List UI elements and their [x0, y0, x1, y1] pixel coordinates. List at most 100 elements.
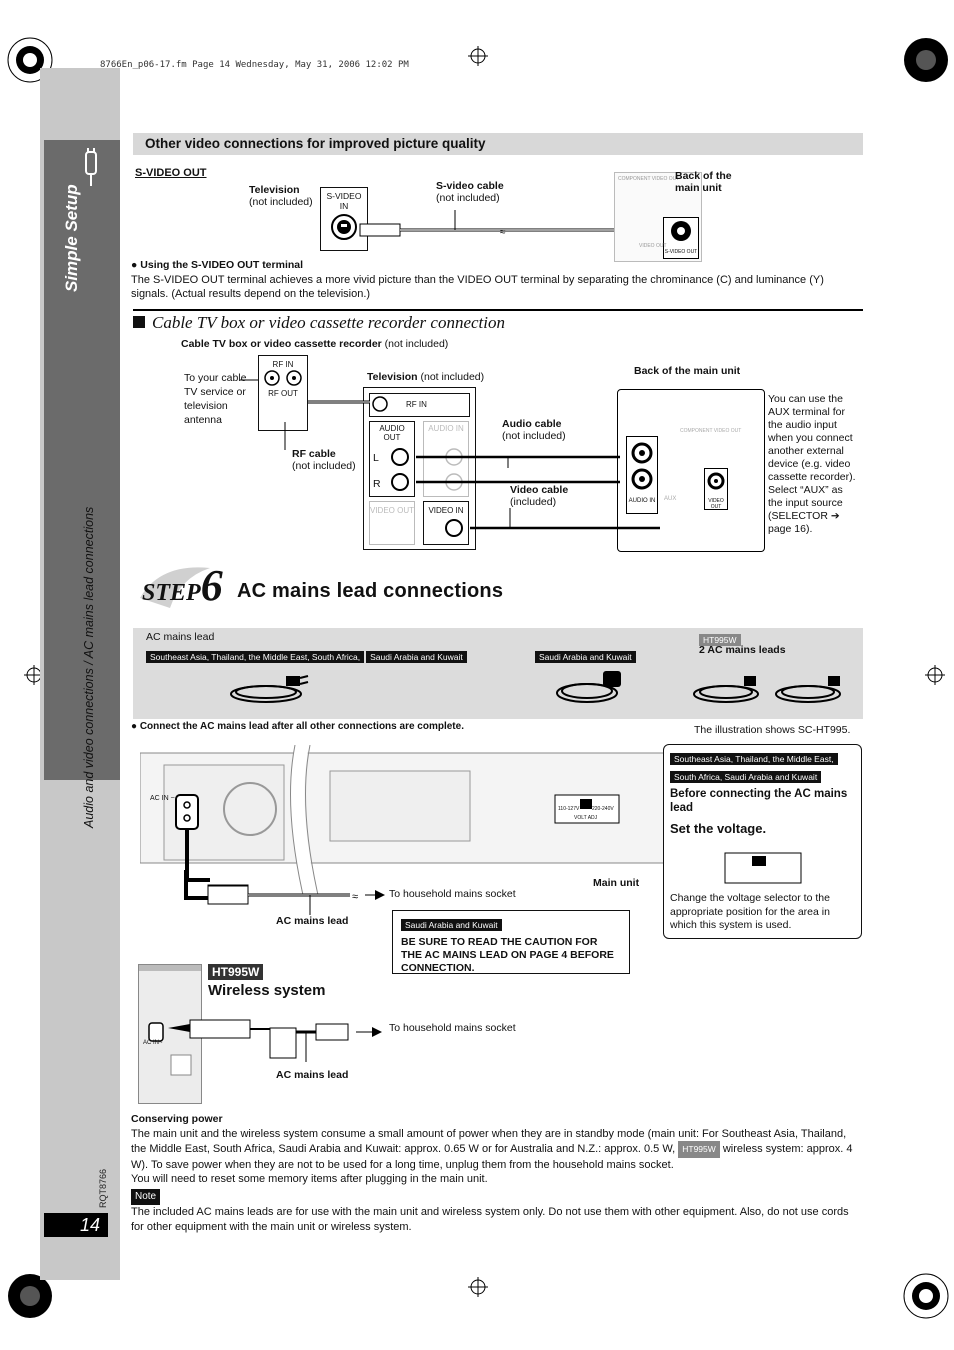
- wireless-ac-lead-drawing: [160, 1012, 390, 1062]
- section-title-video: Other video connections for improved pic…: [133, 133, 863, 155]
- cable-back-label: Back of the main unit: [634, 365, 740, 377]
- svideo-usage-text: The S-VIDEO OUT terminal achieves a more…: [131, 273, 861, 302]
- svideo-usage-block: ● Using the S-VIDEO OUT terminal The S-V…: [131, 258, 861, 302]
- cable-comp-label: COMPONENT VIDEO OUT: [680, 428, 741, 434]
- doc-code: RQT8766: [98, 1169, 108, 1208]
- crosshair-bottom: [468, 1277, 488, 1302]
- audio-cable-label-block: Audio cable (not included): [502, 418, 566, 442]
- svideo-video-out-small: VIDEO OUT: [639, 243, 667, 249]
- aux-label: AUX: [664, 496, 676, 502]
- note-text: The included AC mains leads are for use …: [131, 1205, 862, 1234]
- wireless-tag-wrap: HT995W: [208, 963, 263, 981]
- svideo-out-small-label: S-VIDEO OUT: [664, 249, 698, 255]
- connect-note: Connect the AC mains lead after all othe…: [140, 721, 464, 732]
- cable-device-label: Cable TV box or video cassette recorder: [181, 338, 382, 350]
- two-ac-leads-icon: [690, 668, 860, 712]
- step-word: STEP: [142, 580, 201, 606]
- volt-right-label: 220-240V: [592, 806, 614, 812]
- crosshair-top: [468, 46, 488, 71]
- step-number: 6: [201, 561, 223, 610]
- page-number: 14: [44, 1213, 108, 1237]
- conserving-paragraph: The main unit and the wireless system co…: [131, 1127, 862, 1173]
- section-title-cable-text: Cable TV box or video cassette recorder …: [152, 313, 505, 332]
- cable-video-out-icon: [705, 469, 727, 493]
- ac-lead-coil-icon-2: [553, 665, 633, 711]
- cable-video-out-small: VIDEO OUT: [705, 498, 727, 510]
- svideo-cable-note: (not included): [436, 192, 504, 204]
- section-title-cable: Cable TV box or video cassette recorder …: [133, 313, 505, 333]
- voltage-before: Before connecting the AC mains lead: [670, 787, 855, 815]
- cable-wiring-drawing: [240, 360, 660, 550]
- voltage-change-text: Change the voltage selector to the appro…: [670, 892, 855, 933]
- plug-icon: [80, 148, 102, 193]
- ac-region-tags: Southeast Asia, Thailand, the Middle Eas…: [146, 647, 467, 665]
- voltage-region-tag-2: South Africa, Saudi Arabia and Kuwait: [670, 771, 821, 783]
- svideo-tv-note: (not included): [249, 196, 313, 208]
- aux-audio-in-label: AUDIO IN: [627, 498, 657, 504]
- voltage-region-tags: Southeast Asia, Thailand, the Middle Eas…: [670, 749, 861, 785]
- conserving-block: Conserving power The main unit and the w…: [131, 1112, 862, 1234]
- step-title: AC mains lead connections: [237, 580, 503, 603]
- svideo-tv-label: Television: [249, 184, 313, 196]
- voltage-set: Set the voltage.: [670, 821, 855, 836]
- voltage-box: Southeast Asia, Thailand, the Middle Eas…: [663, 744, 862, 939]
- ac-in-label: AC IN ~: [150, 795, 175, 802]
- main-ac-lead-label: AC mains lead: [276, 915, 348, 927]
- conserving-text-3: You will need to reset some memory items…: [131, 1172, 862, 1187]
- ac-region-tag-1: Southeast Asia, Thailand, the Middle Eas…: [146, 651, 364, 663]
- svideo-cable-label-block: S-video cable (not included): [436, 180, 504, 204]
- crosshair-right: [925, 665, 945, 690]
- connect-note-line: ● Connect the AC mains lead after all ot…: [131, 721, 464, 732]
- svideo-out-icon: [664, 218, 698, 244]
- registration-mark-bottom-right: [898, 1270, 954, 1330]
- conserving-title: Conserving power: [131, 1112, 862, 1127]
- svg-text:≈: ≈: [500, 227, 506, 238]
- caution-tag: Saudi Arabia and Kuwait: [401, 919, 502, 931]
- section-divider: [133, 309, 863, 311]
- svideo-back-label: Back of the main unit: [675, 170, 745, 194]
- sidebar-section-title: Simple Setup: [62, 184, 82, 292]
- note-tag-wrap: Note: [131, 1189, 862, 1206]
- volt-left-label: 110-127V: [558, 806, 579, 812]
- illustration-note: The illustration shows SC-HT995.: [694, 724, 850, 736]
- ac-region-tag-2: Saudi Arabia and Kuwait: [366, 651, 467, 663]
- square-bullet-icon: [133, 316, 145, 328]
- svideo-out-jack: S-VIDEO OUT: [663, 217, 699, 259]
- wireless-title: Wireless system: [208, 982, 325, 999]
- main-unit-label: Main unit: [593, 877, 639, 889]
- cable-video-out-jack: VIDEO OUT: [704, 468, 728, 510]
- ac-region-tag-3-wrap: Saudi Arabia and Kuwait: [535, 647, 636, 665]
- svg-text:≈: ≈: [352, 891, 358, 903]
- video-cable-label-block: Video cable (included): [510, 484, 568, 508]
- svideo-heading: S-VIDEO OUT: [135, 167, 207, 179]
- voltage-region-tag-1: Southeast Asia, Thailand, the Middle Eas…: [670, 753, 838, 765]
- aux-note: You can use the AUX terminal for the aud…: [768, 393, 860, 536]
- video-cable-note: (included): [510, 496, 568, 508]
- volt-adj-label: VOLT ADJ: [574, 815, 597, 821]
- main-to-socket: To household mains socket: [389, 888, 516, 900]
- svideo-cable-label: S-video cable: [436, 180, 504, 192]
- cable-device-caption: Cable TV box or video cassette recorder …: [181, 338, 448, 350]
- note-tag: Note: [131, 1189, 160, 1206]
- two-leads-label: 2 AC mains leads: [699, 644, 786, 656]
- video-cable-label: Video cable: [510, 484, 568, 496]
- aux-terminal: AUDIO IN: [626, 436, 658, 514]
- audio-cable-label: Audio cable: [502, 418, 566, 430]
- ac-lead-coil-icon: [226, 668, 316, 712]
- svideo-usage-title: ● Using the S-VIDEO OUT terminal: [131, 258, 861, 273]
- step-label: STEP6: [142, 560, 223, 611]
- wireless-ac-lead-label: AC mains lead: [276, 1069, 348, 1081]
- svideo-tv-label-block: Television (not included): [249, 184, 313, 208]
- registration-mark-top-right: [900, 32, 954, 92]
- aux-jack-icons: [627, 437, 657, 493]
- wireless-tag: HT995W: [208, 964, 263, 980]
- caution-text: BE SURE TO READ THE CAUTION FOR THE AC M…: [401, 936, 621, 975]
- audio-cable-note: (not included): [502, 430, 566, 442]
- conserving-tag: HT995W: [678, 1141, 720, 1158]
- ac-lead-label: AC mains lead: [146, 631, 214, 643]
- file-header: 8766En_p06-17.fm Page 14 Wednesday, May …: [100, 60, 409, 70]
- svideo-in-label: S-VIDEO IN: [321, 191, 367, 211]
- wireless-to-socket: To household mains socket: [389, 1022, 516, 1034]
- ac-region-tag-3: Saudi Arabia and Kuwait: [535, 651, 636, 663]
- svideo-usage-title-text: Using the S-VIDEO OUT terminal: [140, 259, 303, 271]
